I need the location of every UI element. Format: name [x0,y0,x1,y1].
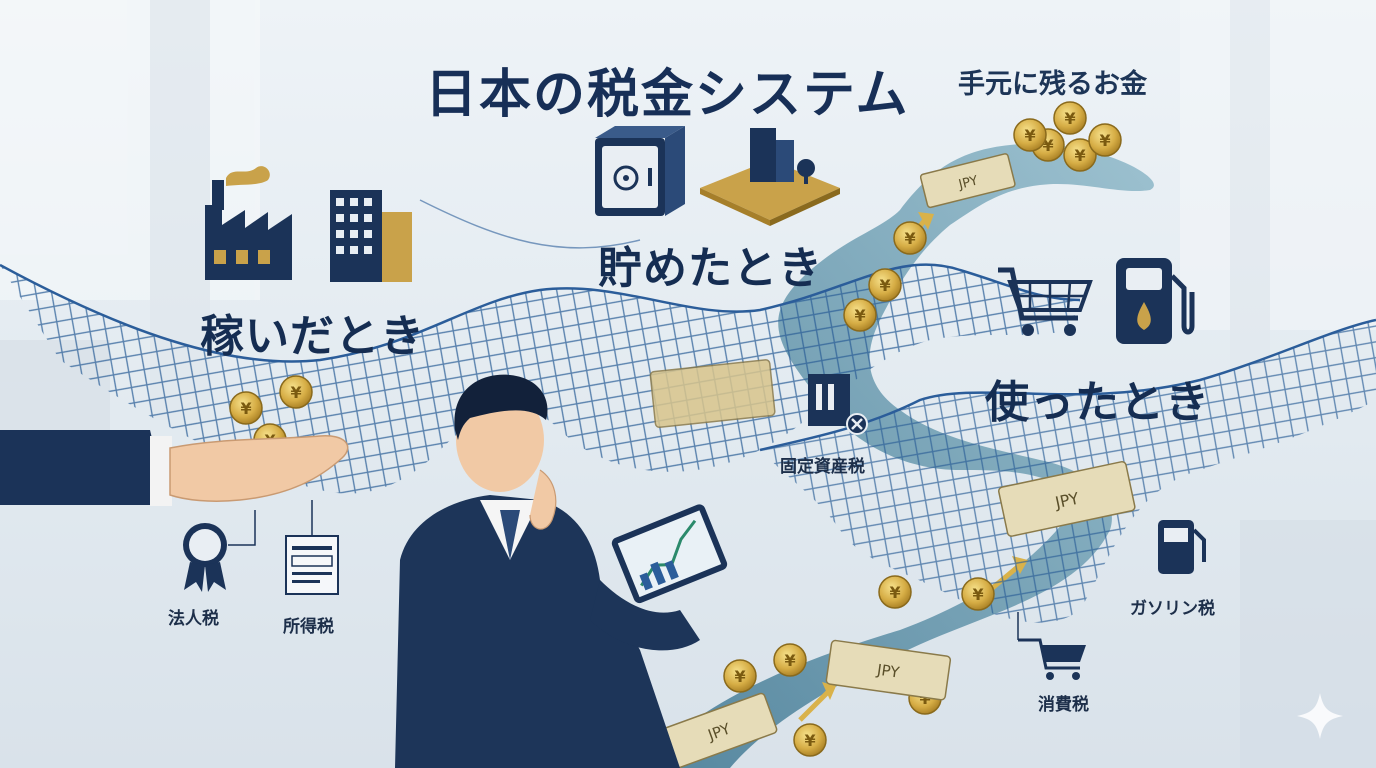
banknote-label: JPY [875,661,901,682]
stage-save-label: 貯めたとき [598,243,823,294]
tablet-chart-icon [611,504,728,604]
factory-icon [205,166,292,280]
tax-gasoline-label: ガソリン税 [1130,599,1215,619]
safe-icon [595,126,685,216]
sparkle-icon [1297,693,1343,739]
office-building-icon [330,190,412,282]
giving-hand [0,430,349,506]
banknote-label: JPY [1052,489,1080,513]
tax-consumption-label: 消費税 [1038,695,1089,715]
stage-earn-label: 稼いだとき [200,311,425,362]
fuel-pump-icon [1158,520,1206,574]
tax-corporate-label: 法人税 [168,609,219,629]
tax-income-label: 所得税 [283,617,334,637]
banknote-label: JPY [956,173,979,192]
medal-icon [183,510,256,592]
building-x-icon [808,374,868,435]
main-title: 日本の税金システム [425,65,910,125]
document-icon [285,500,339,595]
stage-spend-label: 使ったとき [985,377,1210,428]
fuel-pump-icon [1116,258,1195,344]
house-plot-icon [700,128,840,226]
shopping-cart-icon [1017,612,1086,680]
tax-fixed-asset-label: 固定資産税 [780,457,865,477]
subtitle: 手元に残るお金 [958,69,1147,100]
shopping-cart-icon [998,267,1093,336]
businessman [395,374,700,768]
